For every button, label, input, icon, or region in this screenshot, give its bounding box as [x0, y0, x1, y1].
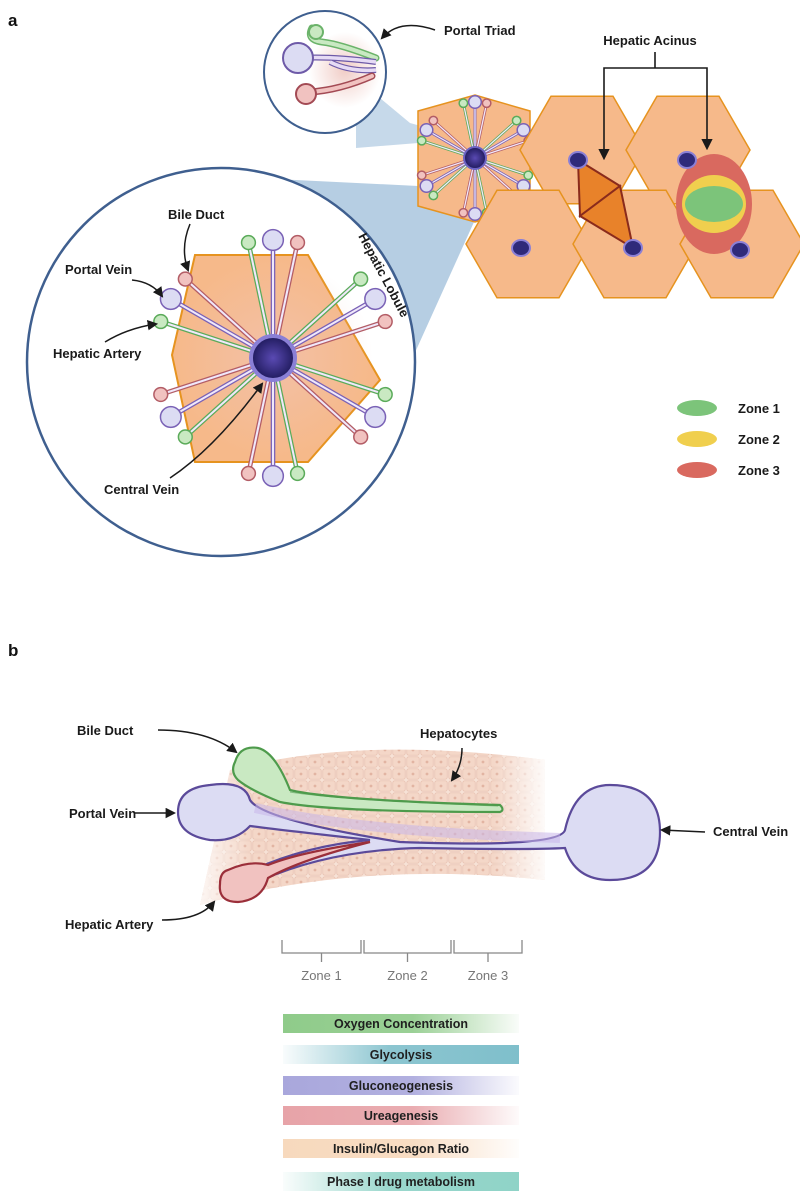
grid-central-vein — [511, 239, 531, 257]
bile-duct-label-a: Bile Duct — [168, 207, 225, 222]
grid-central-vein — [623, 239, 643, 257]
big-lobule-portal-vein-end — [364, 405, 387, 429]
big-lobule-portal-vein-end — [159, 287, 182, 311]
big-lobule-bile-duct-end — [289, 465, 306, 482]
big-lobule-bile-duct-end — [177, 429, 193, 445]
legend-label-zone-3: Zone 3 — [738, 463, 780, 478]
sinusoid-diagram — [176, 746, 662, 905]
small-lobule-portal-vein-end — [419, 122, 434, 138]
zone-bracket — [281, 940, 362, 954]
gradient-bar — [283, 1045, 519, 1064]
big-lobule-bile-duct-end — [353, 271, 369, 287]
small-lobule-hepatic-artery-end — [416, 170, 427, 181]
big-lobule-portal-vein-end — [159, 405, 182, 429]
gradient-bar — [283, 1172, 519, 1191]
gradient-bar — [283, 1106, 519, 1125]
big-lobule-hepatic-artery-end — [377, 313, 393, 330]
big-lobule-bile-duct-end — [153, 313, 169, 330]
big-lobule-hepatic-artery-end — [353, 429, 369, 445]
gradient-bar-label: Insulin/Glucagon Ratio — [333, 1142, 469, 1156]
small-lobule-portal-vein-end — [419, 178, 434, 194]
hepatic-artery-label-b: Hepatic Artery — [65, 917, 154, 932]
small-lobule-portal-vein-end — [516, 122, 531, 138]
grid-central-vein — [568, 151, 588, 169]
big-lobule-portal-vein-end — [261, 228, 285, 252]
acinus-bracket — [603, 67, 708, 80]
small-lobule-hepatic-artery-end — [428, 115, 439, 126]
small-lobule — [416, 94, 534, 223]
gradient-bar-label: Gluconeogenesis — [349, 1079, 453, 1093]
small-lobule-central-vein — [463, 146, 487, 170]
small-lobule-portal-vein-end — [467, 94, 483, 110]
zone-bracket — [363, 940, 452, 954]
small-lobule-hepatic-artery-end — [481, 98, 492, 109]
big-lobule-portal-vein-end — [261, 464, 285, 488]
zone-legend: Zone 1 Zone 2 Zone 3 — [677, 400, 780, 478]
hepatic-artery-label-a: Hepatic Artery — [53, 346, 142, 361]
zone-tick-label: Zone 2 — [387, 968, 427, 983]
legend-swatch-zone-2 — [677, 431, 717, 447]
metabolic-gradient-bars: Oxygen ConcentrationGlycolysisGluconeoge… — [283, 1014, 519, 1191]
legend-swatch-zone-1 — [677, 400, 717, 416]
gradient-bar — [283, 1014, 519, 1033]
hepatocytes-label: Hepatocytes — [420, 726, 497, 741]
portal-triad-arrow — [380, 24, 436, 40]
portal-triad-inset — [263, 10, 387, 134]
gradient-bar-label: Phase I drug metabolism — [327, 1175, 475, 1189]
panel-a-letter: a — [8, 11, 18, 30]
big-lobule-hepatic-artery-end — [177, 271, 193, 287]
lobule-central-vein — [249, 334, 297, 382]
zone-tick-label: Zone 3 — [468, 968, 508, 983]
portal-triad-zoom-cone — [356, 78, 468, 148]
big-lobule-hepatic-artery-end — [289, 234, 306, 251]
gradient-bar — [283, 1076, 519, 1095]
small-lobule-portal-vein-end — [467, 206, 483, 222]
hepatic-lobule-inset — [25, 166, 417, 558]
small-lobule-bile-duct-end — [523, 170, 534, 181]
portal-vein-label-a: Portal Vein — [65, 262, 132, 277]
acinus-zone-ellipse — [676, 154, 752, 254]
grid-central-vein — [677, 151, 697, 169]
central-vein-label-a: Central Vein — [104, 482, 179, 497]
grid-central-vein — [730, 241, 750, 259]
small-lobule-bile-duct-end — [416, 135, 427, 146]
legend-swatch-zone-3 — [677, 462, 717, 478]
panel-b-letter: b — [8, 641, 18, 660]
big-lobule-hepatic-artery-end — [153, 386, 169, 403]
big-lobule-hepatic-artery-end — [240, 465, 257, 482]
central-vein-label-b: Central Vein — [713, 824, 788, 839]
gradient-bar-label: Oxygen Concentration — [334, 1017, 468, 1031]
portal-triad-label: Portal Triad — [444, 23, 516, 38]
small-lobule-bile-duct-end — [458, 98, 469, 109]
zone-scale: Zone 1 Zone 2 Zone 3 — [281, 940, 523, 983]
acinus-triangle — [576, 158, 635, 251]
gradient-bar-label: Ureagenesis — [364, 1109, 438, 1123]
hepatic-acinus-label: Hepatic Acinus — [603, 33, 696, 48]
legend-label-zone-1: Zone 1 — [738, 401, 780, 416]
small-lobule-bile-duct-end — [511, 115, 522, 126]
bile-duct-label-b: Bile Duct — [77, 723, 134, 738]
zone-tick-label: Zone 1 — [301, 968, 341, 983]
gradient-bar — [283, 1139, 519, 1158]
big-lobule-bile-duct-end — [240, 234, 257, 251]
small-lobule-hepatic-artery-end — [458, 207, 469, 218]
small-lobule-bile-duct-end — [428, 190, 439, 201]
bile-duct-b — [231, 746, 504, 814]
big-lobule-bile-duct-end — [377, 386, 393, 403]
zone-bracket — [453, 940, 523, 954]
portal-vein-label-b: Portal Vein — [69, 806, 136, 821]
hepatic-artery-b — [218, 840, 371, 904]
legend-label-zone-2: Zone 2 — [738, 432, 780, 447]
gradient-bar-label: Glycolysis — [370, 1048, 433, 1062]
big-lobule-portal-vein-end — [364, 287, 387, 311]
